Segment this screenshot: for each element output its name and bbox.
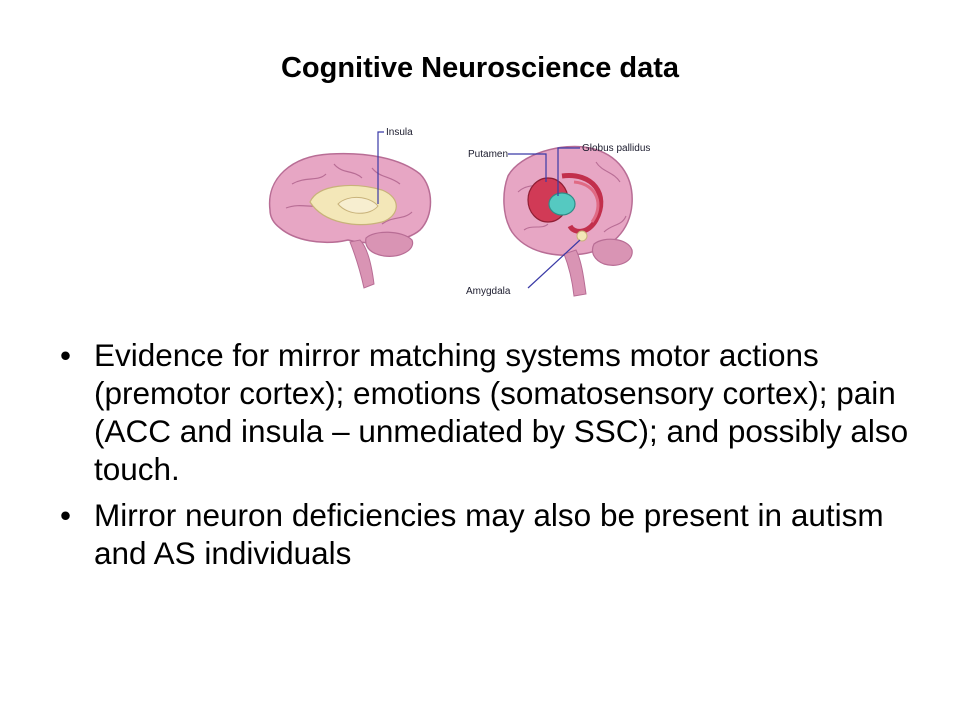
putamen-leader-line (508, 153, 547, 182)
right-brain: Putamen Globus pallidus Amygdala (466, 143, 650, 297)
right-brain-stem (563, 249, 587, 297)
brain-illustration: Insula Putamen (268, 127, 650, 297)
bullet-list: Evidence for mirror matching systems mot… (60, 336, 920, 580)
slide-title: Cognitive Neuroscience data (280, 52, 680, 84)
globus-pallidus-leader-line (557, 147, 580, 196)
insula-label: Insula (386, 127, 413, 138)
insula-inner (337, 197, 379, 214)
putamen-label: Putamen (468, 149, 508, 160)
bullet-item: Evidence for mirror matching systems mot… (60, 336, 920, 488)
insula-leader-line (377, 131, 384, 204)
globus-pallidus (548, 192, 576, 216)
left-brain: Insula (268, 127, 432, 289)
left-brain-cerebellum (365, 231, 414, 257)
right-brain-cerebellum (591, 238, 633, 266)
brain-figure: Insula Putamen (262, 112, 682, 308)
amygdala (576, 230, 588, 242)
caudate-arc-2 (573, 180, 600, 223)
caudate-arc (561, 173, 604, 234)
right-brain-sulci (517, 161, 627, 233)
left-brain-stem (349, 239, 375, 289)
amygdala-leader-line (527, 239, 581, 289)
left-brain-sulci (285, 163, 413, 225)
amygdala-label: Amygdala (466, 286, 511, 297)
globus-pallidus-label: Globus pallidus (582, 143, 650, 154)
bullet-item: Mirror neuron deficiencies may also be p… (60, 496, 920, 572)
